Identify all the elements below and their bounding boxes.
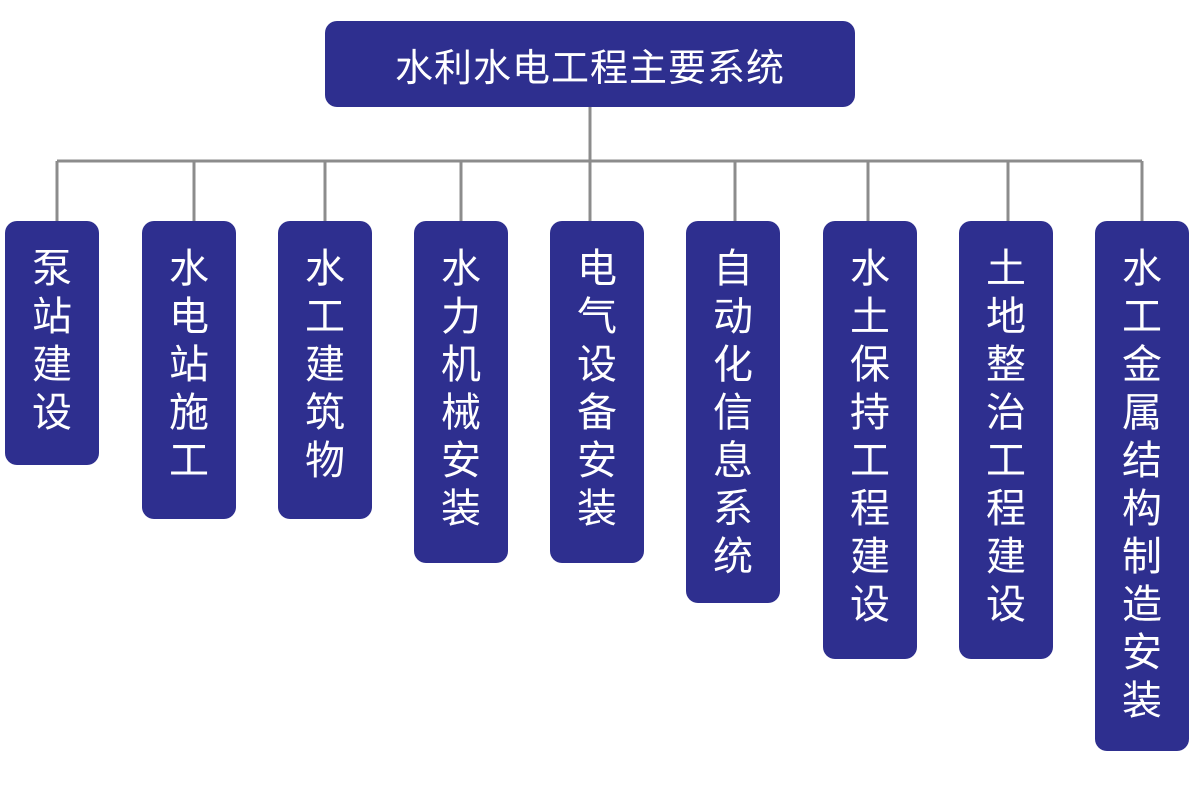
child-node-hydraulic-structures: 水工建筑物 bbox=[278, 221, 372, 519]
child-node-hydropower-station: 水电站施工 bbox=[142, 221, 236, 519]
child-label: 电气设备安装 bbox=[577, 246, 617, 532]
child-node-soil-water-conservation: 水土保持工程建设 bbox=[823, 221, 917, 659]
child-node-metal-structures: 水工金属结构制造安装 bbox=[1095, 221, 1189, 751]
child-node-pump-station: 泵站建设 bbox=[5, 221, 99, 465]
child-label: 水工建筑物 bbox=[305, 246, 345, 484]
child-label: 土地整治工程建设 bbox=[986, 246, 1026, 628]
child-label: 自动化信息系统 bbox=[713, 246, 753, 580]
child-node-electrical-equipment: 电气设备安装 bbox=[550, 221, 644, 563]
child-node-hydraulic-machinery: 水力机械安装 bbox=[414, 221, 508, 563]
child-label: 水工金属结构制造安装 bbox=[1122, 246, 1162, 724]
child-label: 水力机械安装 bbox=[441, 246, 481, 532]
child-label: 泵站建设 bbox=[32, 246, 72, 436]
root-title: 水利水电工程主要系统 bbox=[394, 45, 785, 90]
child-node-automation-info-system: 自动化信息系统 bbox=[686, 221, 780, 603]
child-label: 水土保持工程建设 bbox=[850, 246, 890, 628]
child-node-land-consolidation: 土地整治工程建设 bbox=[959, 221, 1053, 659]
root-node: 水利水电工程主要系统 bbox=[325, 21, 855, 107]
child-label: 水电站施工 bbox=[169, 246, 209, 484]
